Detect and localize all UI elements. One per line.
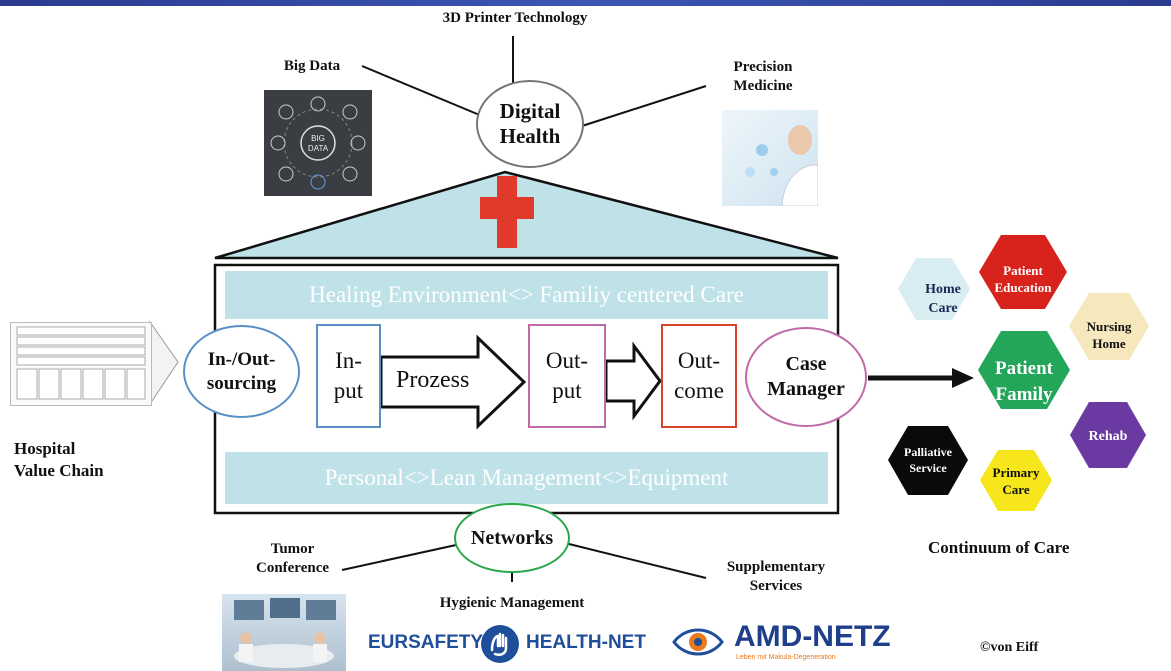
label-hygienic-management: Hygienic Management — [439, 595, 585, 611]
svg-text:BIG: BIG — [311, 134, 325, 143]
healing-environment-band: Healing Environment<> Familiy centered C… — [225, 271, 828, 319]
amd-netz-logo: AMD-NETZ Leben mit Makula-Degeneration — [672, 618, 912, 668]
hex-patient-family — [978, 331, 1070, 409]
precision-medicine-image — [722, 110, 818, 206]
top-bar — [0, 0, 1171, 6]
in-out-sourcing-circle: In-/Out-sourcing — [183, 325, 300, 418]
outcome-box: Out-come — [661, 324, 737, 428]
input-box: In-put — [316, 324, 381, 428]
red-cross-horizontal — [480, 197, 534, 219]
spoke-precision — [581, 85, 707, 127]
label-big-data: Big Data — [283, 58, 341, 74]
spoke-supplementary — [564, 542, 707, 579]
hex-rehab — [1070, 402, 1146, 468]
copyright-label: ©von Eiff — [980, 640, 1039, 655]
continuum-hexagons — [888, 235, 1149, 511]
spoke-big-data — [361, 65, 483, 117]
doctor-touch-icon — [745, 125, 818, 206]
hex-nursing-home — [1069, 293, 1149, 360]
hex-patient-education — [979, 235, 1067, 309]
output-arrow — [604, 341, 662, 421]
value-chain-chevron — [149, 320, 179, 406]
hex-primary-care — [980, 450, 1052, 511]
label-continuum-of-care: Continuum of Care — [928, 538, 1070, 557]
value-chain-image — [10, 322, 152, 406]
hex-palliative — [888, 426, 968, 495]
hex-rehab-label: Rehab — [1088, 429, 1128, 444]
output-box: Out-put — [528, 324, 606, 428]
big-data-image: BIG DATA — [264, 90, 372, 196]
tumor-conference-image — [222, 594, 346, 671]
value-chain-diagram — [16, 326, 146, 400]
spoke-tumor — [341, 544, 457, 571]
personal-lean-band: Personal<>Lean Management<>Equipment — [225, 452, 828, 504]
networks-circle: Networks — [454, 503, 570, 573]
big-data-icon: BIG DATA — [270, 96, 366, 190]
svg-text:DATA: DATA — [308, 144, 329, 153]
amd-eye-icon — [672, 628, 724, 656]
meeting-photo-icon — [234, 598, 336, 668]
prozess-arrow — [379, 334, 527, 430]
arrow-head — [952, 368, 974, 388]
label-3d-printer: 3D Printer Technology — [442, 10, 588, 26]
hex-home-care — [898, 258, 970, 320]
eursafety-logo: EURSAFETY HEALTH-NET — [368, 624, 658, 664]
prozess-label: Prozess — [396, 367, 470, 393]
eursafety-hand-icon — [481, 625, 519, 663]
